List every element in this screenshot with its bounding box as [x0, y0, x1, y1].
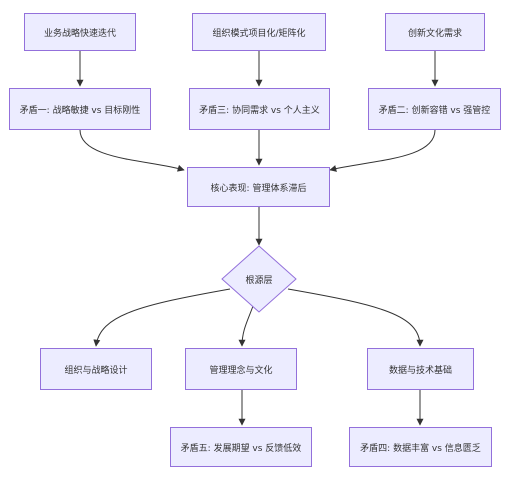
node-org-strategy-design: 组织与战略设计 — [40, 348, 152, 390]
root-decision-diamond — [221, 245, 297, 313]
node-data-tech-foundation: 数据与技术基础 — [367, 348, 474, 390]
node-business-strategy: 业务战略快速迭代 — [24, 13, 136, 51]
node-conflict-1: 矛盾一: 战略敏捷 vs 目标刚性 — [9, 88, 151, 130]
node-conflict-3: 矛盾三: 协同需求 vs 个人主义 — [189, 88, 330, 130]
edge-root-r3 — [287, 288, 424, 347]
node-conflict-5: 矛盾五: 发展期望 vs 反馈低效 — [170, 427, 312, 467]
edge-c1-core — [79, 129, 185, 172]
edge-root-r2 — [238, 305, 254, 347]
edge-root-r1 — [93, 288, 231, 347]
node-org-model: 组织模式项目化/矩阵化 — [192, 13, 326, 51]
edge-c2-core — [329, 129, 436, 172]
node-conflict-4: 矛盾四: 数据丰富 vs 信息匮乏 — [349, 427, 492, 467]
node-core-manifestation: 核心表现: 管理体系滞后 — [187, 167, 330, 207]
root-label: 根源层 — [245, 275, 273, 286]
node-management-culture: 管理理念与文化 — [185, 348, 297, 390]
node-conflict-2: 矛盾二: 创新容错 vs 强管控 — [368, 88, 501, 130]
node-innovation-culture: 创新文化需求 — [385, 13, 485, 51]
